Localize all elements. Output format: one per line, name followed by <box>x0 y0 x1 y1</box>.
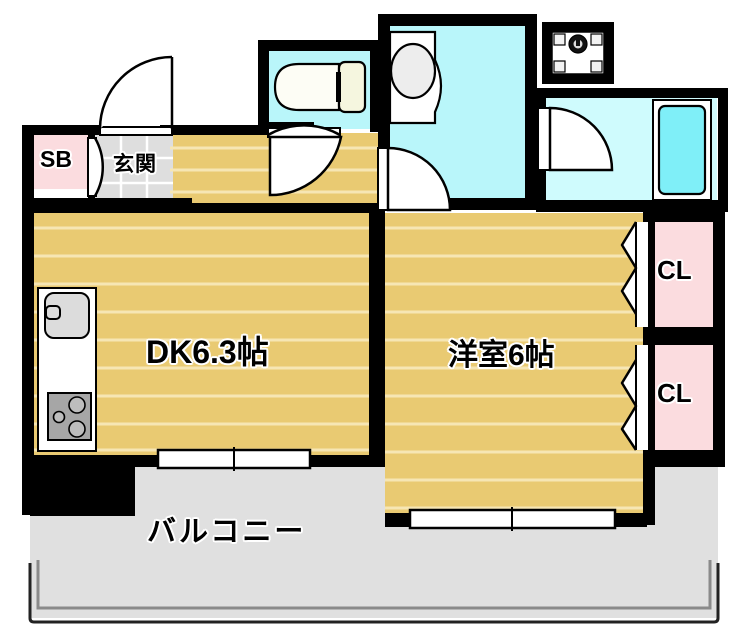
closet-upper-area <box>648 222 713 327</box>
wall-closet-mid <box>643 327 725 345</box>
wall-utility-right <box>604 22 614 84</box>
wall-washroom-right <box>525 14 537 210</box>
wall-bath-top <box>536 88 728 98</box>
bedroom-balcony-window <box>408 507 617 531</box>
hall-door <box>267 124 341 138</box>
wall-utility-bottom <box>542 74 614 84</box>
wc-door <box>268 135 343 197</box>
wall-utility-left <box>542 22 552 84</box>
wall-utility-top <box>542 22 614 32</box>
wall-closet-bottom <box>643 450 725 467</box>
closet-lower-area <box>648 345 713 450</box>
toilet-fixture <box>273 60 367 114</box>
shoebox-area <box>34 133 88 189</box>
bathtub-fixture <box>652 99 712 201</box>
shoebox-door <box>87 137 105 197</box>
bath-door <box>537 106 614 172</box>
entrance-tile-floor <box>95 133 173 208</box>
washroom-door <box>377 146 452 212</box>
wall-bath-right <box>718 88 728 210</box>
entrance-tile-grid <box>95 133 173 208</box>
wall-wc-top <box>258 40 381 51</box>
gas-stove-fixture <box>47 392 92 441</box>
dk-balcony-window <box>156 447 312 471</box>
closet-upper-door <box>620 221 648 327</box>
wall-wc-right <box>370 40 381 132</box>
balcony-outline <box>28 560 720 624</box>
wall-entrance-bottom <box>22 198 192 213</box>
openings <box>87 55 648 531</box>
wall-closet-top <box>643 205 725 222</box>
wash-basin-fixture <box>388 30 443 125</box>
wall-dk-bedroom-divider <box>369 205 385 467</box>
wall-washroom-top <box>378 14 536 26</box>
fixtures <box>37 30 712 452</box>
entrance-door <box>98 55 174 136</box>
wall-entrance-top2 <box>160 125 275 135</box>
wall-left-outer <box>22 125 34 471</box>
wall-hall-bottom <box>170 203 382 213</box>
closet-lower-door <box>620 345 648 451</box>
water-heater-fixture <box>551 31 605 75</box>
pillar-dk-balcony <box>30 458 135 516</box>
kitchen-sink-fixture <box>44 292 90 339</box>
wall-wc-left <box>258 40 269 132</box>
wall-entrance-top <box>22 125 100 135</box>
